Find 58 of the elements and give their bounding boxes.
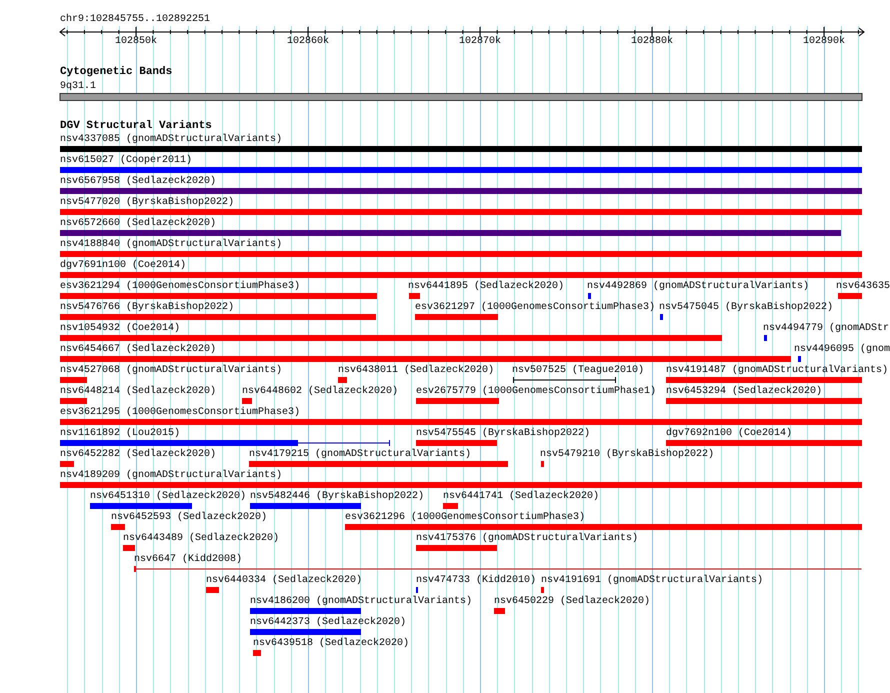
variant-label: nsv6441895 (Sedlazeck2020) (408, 281, 564, 292)
variant-label: nsv4496095 (gnom (794, 344, 890, 355)
variant-label: nsv6441741 (Sedlazeck2020) (443, 491, 600, 502)
variant-label: esv2675779 (1000GenomesConsortiumPhase1) (416, 386, 656, 397)
variant-label: nsv4494779 (gnomADStr (763, 323, 890, 334)
variant-label: nsv6572660 (Sedlazeck2020) (60, 218, 216, 229)
variant-label: nsv6438011 (Sedlazeck2020) (338, 365, 494, 376)
tick-label: 102880k (631, 36, 674, 47)
tick-label: 102870k (459, 36, 502, 47)
variant-label: nsv6454667 (Sedlazeck2020) (60, 344, 216, 355)
track-title: Cytogenetic Bands (60, 67, 172, 78)
variant-label: esv3621296 (1000GenomesConsortiumPhase3) (345, 512, 586, 523)
variant-label: esv3621295 (1000GenomesConsortiumPhase3) (60, 407, 300, 418)
variant-label: nsv4186200 (gnomADStructuralVariants) (250, 596, 472, 607)
variant-label: nsv5479210 (ByrskaBishop2022) (540, 449, 714, 460)
variant-label: nsv5477020 (ByrskaBishop2022) (60, 197, 234, 208)
variant-label: nsv507525 (Teague2010) (512, 365, 644, 376)
variant-label: nsv6439518 (Sedlazeck2020) (253, 638, 410, 649)
variant-label: nsv6452282 (Sedlazeck2020) (60, 449, 216, 460)
band-label: 9q31.1 (60, 81, 96, 92)
variant-label: nsv6453294 (Sedlazeck2020) (666, 386, 822, 397)
variant-label: nsv6448602 (Sedlazeck2020) (242, 386, 398, 397)
variant-label: nsv5475045 (ByrskaBishop2022) (659, 302, 834, 313)
variant-label: nsv615027 (Cooper2011) (60, 155, 192, 166)
variant-label: nsv6451310 (Sedlazeck2020) (90, 491, 246, 502)
variant-label: nsv5475545 (ByrskaBishop2022) (416, 428, 590, 439)
variant-label: dgv7692n100 (Coe2014) (666, 428, 792, 439)
variant-label: nsv6450229 (Sedlazeck2020) (494, 596, 650, 607)
variant-label: nsv6443489 (Sedlazeck2020) (123, 533, 280, 544)
variant-label: nsv6567958 (Sedlazeck2020) (60, 176, 216, 187)
variant-label: nsv6448214 (Sedlazeck2020) (60, 386, 216, 397)
variant-label: esv3621294 (1000GenomesConsortiumPhase3) (60, 281, 300, 292)
variant-label: nsv5482446 (ByrskaBishop2022) (250, 491, 424, 502)
tick-label: 102890k (803, 36, 846, 47)
variant-label: nsv4527068 (gnomADStructuralVariants) (60, 365, 282, 376)
variant-label: nsv474733 (Kidd2010) (416, 575, 536, 586)
variant-label: dgv7691n100 (Coe2014) (60, 260, 186, 271)
variant-label: nsv4179215 (gnomADStructuralVariants) (249, 449, 472, 460)
variant-label: nsv4175376 (gnomADStructuralVariants) (416, 533, 638, 544)
variant-label: nsv5476766 (ByrskaBishop2022) (60, 302, 234, 313)
variant-label: nsv6440334 (Sedlazeck2020) (206, 575, 362, 586)
track-title: DGV Structural Variants (60, 121, 212, 132)
variant-label: nsv4189209 (gnomADStructuralVariants) (60, 470, 282, 481)
variant-label: nsv1161892 (Lou2015) (60, 428, 180, 439)
locus-label: chr9:102845755..102892251 (60, 14, 210, 25)
variant-label: nsv6452593 (Sedlazeck2020) (111, 512, 268, 523)
variant-label: nsv4492869 (gnomADStructuralVariants) (587, 281, 810, 292)
variant-label: nsv4337085 (gnomADStructuralVariants) (60, 134, 282, 145)
variant-label: nsv6442373 (Sedlazeck2020) (250, 617, 406, 628)
variant-label: nsv6647 (Kidd2008) (134, 554, 242, 565)
variant-label: nsv1054932 (Coe2014) (60, 323, 180, 334)
variant-label: esv3621297 (1000GenomesConsortiumPhase3) (415, 302, 656, 313)
variant-label: nsv643635 (836, 281, 890, 292)
tick-label: 102850k (115, 36, 158, 47)
variant-label: nsv4188840 (gnomADStructuralVariants) (60, 239, 282, 250)
tick-label: 102860k (287, 36, 330, 47)
variant-label: nsv4191487 (gnomADStructuralVariants) (666, 365, 888, 376)
variant-label: nsv4191691 (gnomADStructuralVariants) (541, 575, 764, 586)
